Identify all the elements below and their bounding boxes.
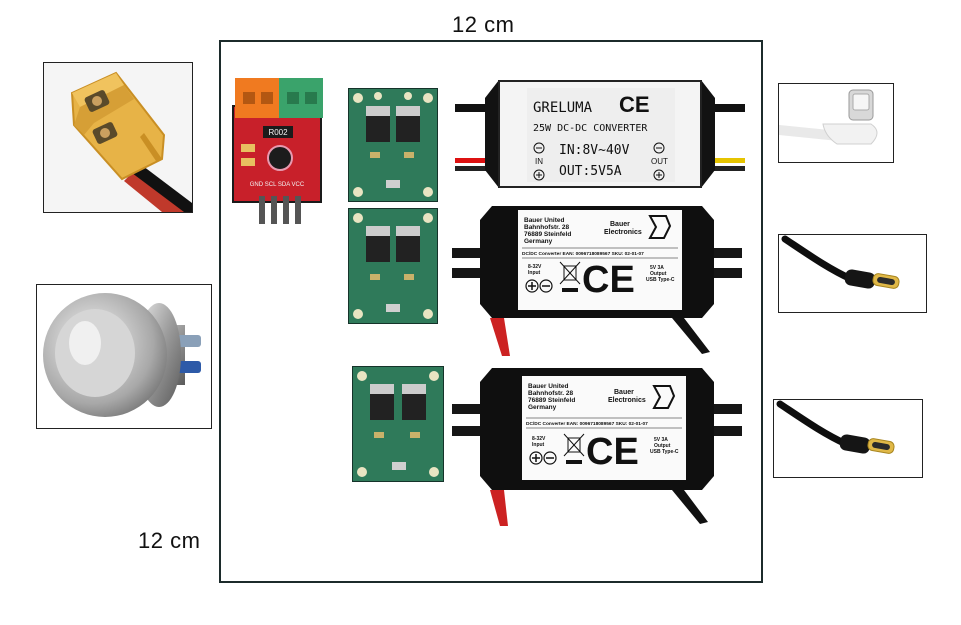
bauer1-ce-mark: CE <box>582 259 635 301</box>
bauer1-address-line2: Bahnhofstr. 28 <box>524 224 570 231</box>
greluma-dcdc-converter: GRELUMA CE 25W DC-DC CONVERTER IN:8V~40V… <box>455 78 745 190</box>
usb-c-cable-photo-1 <box>778 234 927 313</box>
bauer-usbc-converter-2: Bauer United Bahnhofstr. 28 76889 Steinf… <box>452 364 742 526</box>
bauer1-weee-bin-icon <box>559 261 581 292</box>
bauer1-logo-line1: Bauer <box>610 221 630 228</box>
shunt-label: R002 <box>268 128 288 137</box>
greluma-out-label: OUT <box>651 157 668 166</box>
bauer1-minus-icon <box>539 279 553 293</box>
bauer1-output-label: Output <box>650 271 667 277</box>
greluma-rating: 25W DC-DC CONVERTER <box>533 123 648 134</box>
xt60-connector-photo <box>43 62 193 213</box>
width-dimension-label: 12 cm <box>452 12 515 37</box>
bauer2-output-volt: 5V 3A <box>654 437 668 443</box>
usb-c-cable-icon <box>774 400 922 477</box>
bauer2-ce-mark: CE <box>586 431 639 473</box>
bauer2-output-label: Output <box>654 443 671 449</box>
bauer1-input-label: Input <box>528 270 541 276</box>
bauer2-output-type: USB Type-C <box>650 449 679 455</box>
bauer1-address-line3: 76889 Steinfeld <box>524 231 571 238</box>
greluma-output-spec: OUT:5V5A <box>559 164 622 179</box>
bauer1-logo-icon <box>648 215 672 239</box>
bauer2-address-line1: Bauer United <box>528 383 568 390</box>
bauer-usbc-converter-1: Bauer United Bahnhofstr. 28 76889 Steinf… <box>452 196 742 356</box>
bauer2-logo-icon <box>652 385 676 409</box>
bauer2-info-line: DC/DC Converter EAN: 0096718089567 SKU: … <box>526 421 648 427</box>
bauer1-output-type: USB Type-C <box>646 277 675 283</box>
usb-c-angled-cable-icon <box>779 84 893 162</box>
bauer1-address-line4: Germany <box>524 238 553 245</box>
greluma-in-label: IN <box>535 157 543 166</box>
bauer1-logo-line2: Electronics <box>604 229 642 236</box>
bauer2-input-label: Input <box>532 442 545 448</box>
bauer2-logo-line2: Electronics <box>608 397 646 404</box>
greluma-brand: GRELUMA <box>533 100 593 116</box>
bauer1-plus-icon <box>525 279 539 293</box>
buck-converter-board-2 <box>348 208 438 324</box>
pin-labels: GND SCL SDA VCC <box>250 182 305 188</box>
bauer1-info-line: DC/DC Converter EAN: 0096718089567 SKU: … <box>522 251 644 257</box>
push-button-icon <box>37 285 211 428</box>
usb-c-angled-cable-photo <box>778 83 894 163</box>
greluma-input-spec: IN:8V~40V <box>559 143 630 158</box>
bauer2-address-line2: Bahnhofstr. 28 <box>528 390 574 397</box>
buck-converter-board-1 <box>348 88 438 202</box>
bauer2-logo-line1: Bauer <box>614 389 634 396</box>
bauer2-weee-bin-icon <box>563 433 585 464</box>
bauer2-address-line4: Germany <box>528 404 557 411</box>
bauer2-address-line3: 76889 Steinfeld <box>528 397 575 404</box>
greluma-ce-mark: CE <box>619 92 650 117</box>
xt60-connector-icon <box>44 63 192 212</box>
bauer1-input-volt: 8-32V <box>528 264 542 270</box>
bauer2-minus-icon <box>543 451 557 465</box>
push-button-photo <box>36 284 212 429</box>
height-dimension-label: 12 cm <box>138 528 201 553</box>
bauer1-output-volt: 5V 3A <box>650 265 664 271</box>
buck-converter-board-3 <box>352 366 444 482</box>
current-sensor-board: R002 GND SCL SDA VCC <box>229 78 327 226</box>
bauer1-address-line1: Bauer United <box>524 217 564 224</box>
bauer2-input-volt: 8-32V <box>532 436 546 442</box>
usb-c-cable-photo-2 <box>773 399 923 478</box>
usb-c-cable-icon <box>779 235 926 312</box>
bauer2-plus-icon <box>529 451 543 465</box>
enclosure-outline <box>219 40 763 583</box>
